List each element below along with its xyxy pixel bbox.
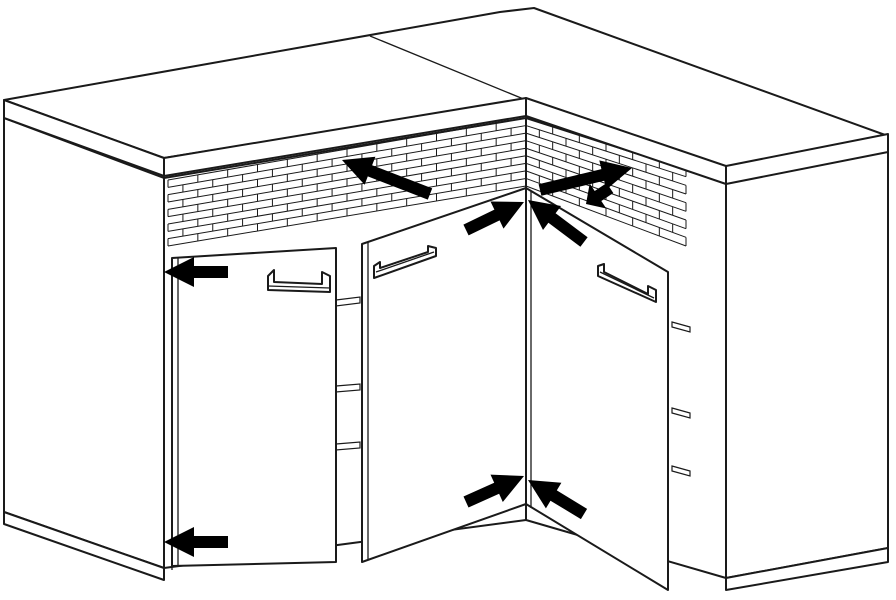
arrow-left-door-top <box>164 257 228 287</box>
right-side-panel <box>725 149 889 579</box>
arrow-bottom-hinge-left <box>463 474 524 508</box>
arrow-bottom-hinge-right <box>528 480 588 520</box>
arrow-grid-left <box>342 156 433 200</box>
arrow-top-hinge-right <box>528 200 588 247</box>
arrow-top-hinge-left <box>463 201 524 236</box>
assembly-arrows <box>164 156 632 557</box>
door-center <box>361 187 527 563</box>
back-grid-right <box>525 117 687 247</box>
left-plinth <box>3 511 165 581</box>
left-side-panel <box>3 117 165 569</box>
arrow-left-door-bottom <box>164 527 228 557</box>
door-handle-center <box>373 245 437 279</box>
door-left <box>171 247 337 567</box>
door-handle-right <box>597 263 657 303</box>
right-plinth <box>725 547 889 591</box>
door-handle-left <box>267 269 331 293</box>
worktop-front-edge-right <box>725 133 889 185</box>
arrow-grid-right-tail <box>586 183 614 209</box>
